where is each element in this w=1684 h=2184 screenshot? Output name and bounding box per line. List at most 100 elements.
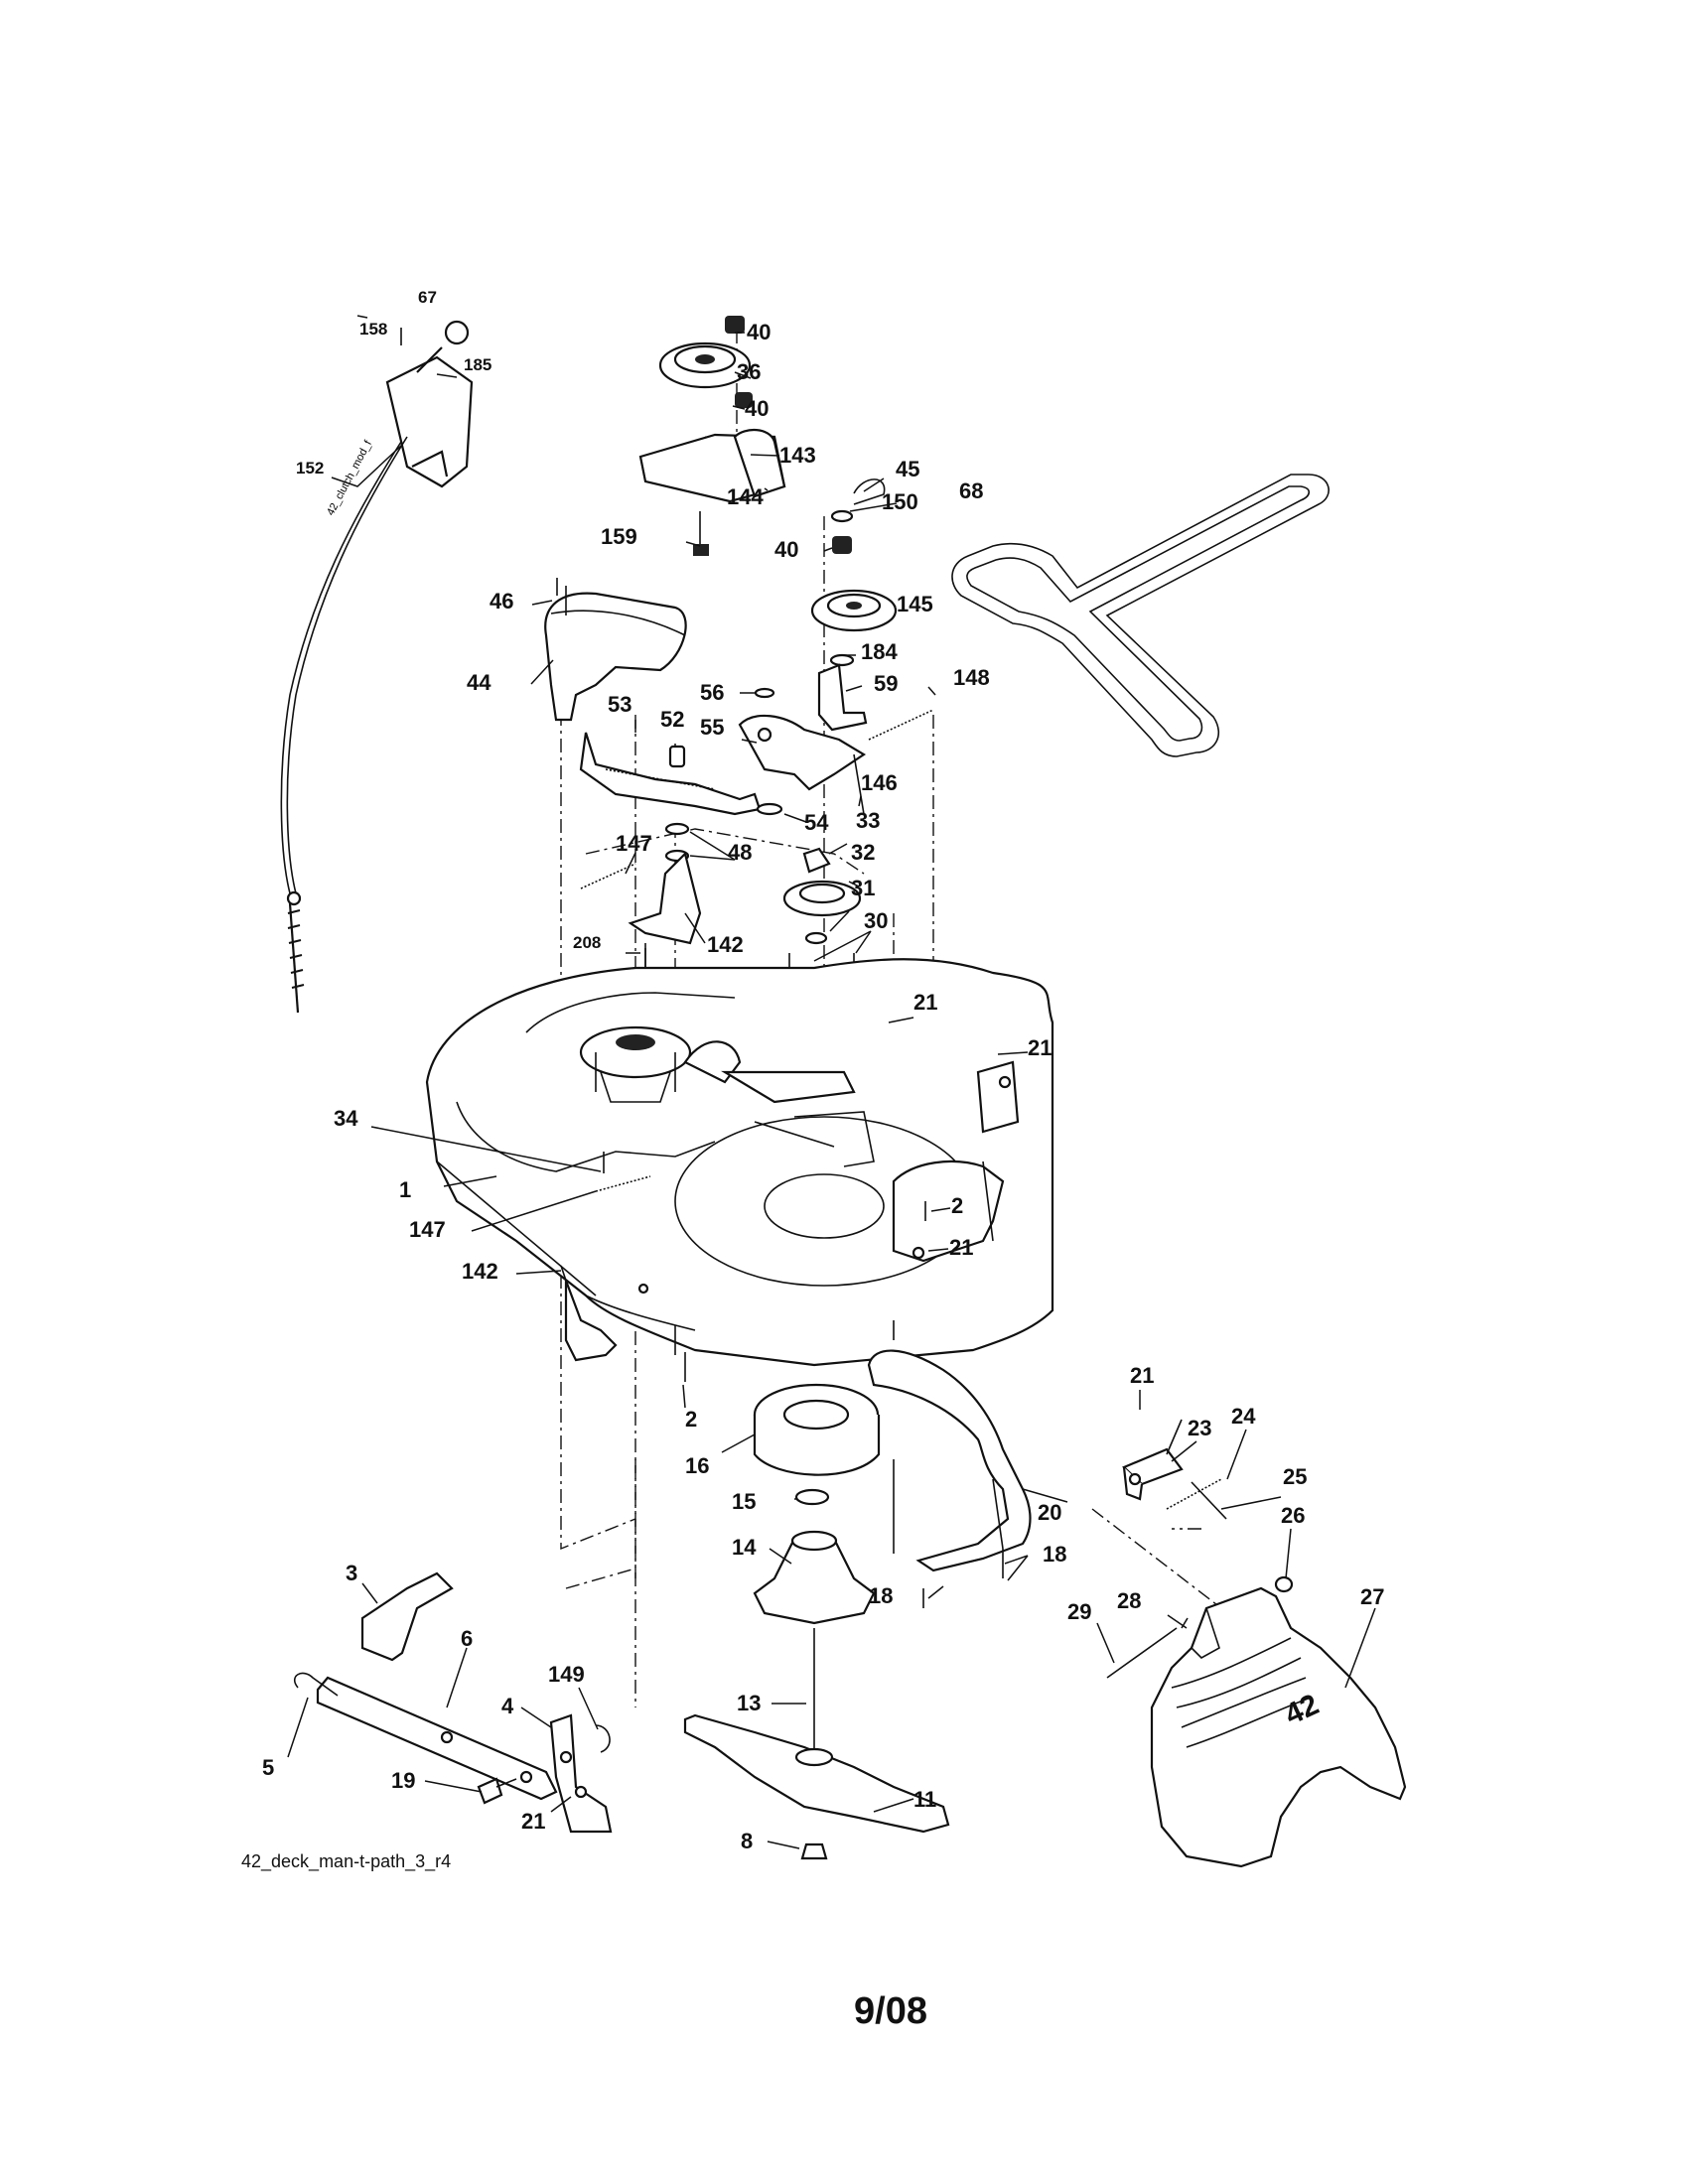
blade-spindle-assembly <box>683 1349 1032 1860</box>
callout-158: 158 <box>359 320 387 339</box>
callout-31: 31 <box>851 876 875 900</box>
nut-8 <box>800 1843 828 1860</box>
callout-147-a: 147 <box>616 831 652 856</box>
callout-2-a: 2 <box>951 1193 963 1218</box>
callout-52: 52 <box>660 707 684 732</box>
idler-pulley-stack <box>638 316 898 732</box>
callout-55: 55 <box>700 715 724 740</box>
callout-13: 13 <box>737 1691 761 1715</box>
callout-40-b: 40 <box>745 396 769 421</box>
discharge-opening <box>892 1160 1005 1263</box>
callout-23: 23 <box>1188 1416 1211 1440</box>
callout-24: 24 <box>1231 1404 1256 1429</box>
callout-26: 26 <box>1281 1503 1305 1528</box>
callout-45: 45 <box>896 457 919 481</box>
hairpin-45 <box>853 478 886 505</box>
bracket-59 <box>817 663 868 732</box>
callout-5: 5 <box>262 1755 274 1780</box>
callout-18-a: 18 <box>1043 1542 1066 1567</box>
mower-deck-1 <box>425 958 1054 1367</box>
blade-11 <box>683 1713 950 1834</box>
callout-2-b: 2 <box>685 1407 697 1432</box>
callout-18-b: 18 <box>869 1583 893 1608</box>
callout-21-b: 21 <box>1028 1035 1052 1060</box>
callout-184: 184 <box>861 639 898 664</box>
callout-142-a: 142 <box>707 932 744 957</box>
clip-5 <box>293 1672 339 1697</box>
callout-142-b: 142 <box>462 1259 498 1284</box>
callout-67: 67 <box>418 288 437 307</box>
deck-hanger-assembly <box>293 1265 618 1834</box>
callout-150: 150 <box>882 489 918 514</box>
callout-46: 46 <box>490 589 513 614</box>
callout-1: 1 <box>399 1177 411 1202</box>
callout-185: 185 <box>464 355 491 374</box>
callout-8: 8 <box>741 1829 753 1853</box>
callout-53: 53 <box>608 692 632 717</box>
clip-26 <box>1274 1575 1294 1593</box>
callout-21-d: 21 <box>1130 1363 1154 1388</box>
callout-6: 6 <box>461 1626 473 1651</box>
callout-147-b: 147 <box>409 1217 446 1242</box>
callout-208: 208 <box>573 933 601 952</box>
callout-14: 14 <box>732 1535 757 1560</box>
callout-36: 36 <box>737 359 761 384</box>
callout-54: 54 <box>804 810 829 835</box>
callout-148: 148 <box>953 665 990 690</box>
callout-19: 19 <box>391 1768 415 1793</box>
callout-25: 25 <box>1283 1464 1307 1489</box>
deflector-assembly: 42 <box>1106 1419 1407 1868</box>
callout-56: 56 <box>700 680 724 705</box>
clutch-cable-152 <box>286 436 408 894</box>
callout-68: 68 <box>959 478 983 503</box>
callout-48: 48 <box>728 840 752 865</box>
callout-28: 28 <box>1117 1588 1141 1613</box>
nut-33 <box>802 847 831 874</box>
callout-146: 146 <box>861 770 898 795</box>
drawing-code: 42_deck_man-t-path_3_r4 <box>241 1851 452 1871</box>
callout-145: 145 <box>897 592 933 616</box>
idler-arm-assembly <box>565 586 934 1023</box>
callout-labels: 67 158 185 152 40 36 40 143 144 45 150 1… <box>262 288 1384 1853</box>
deck-bracket-right <box>976 1060 1020 1134</box>
spring-148 <box>868 709 934 741</box>
callout-152: 152 <box>296 459 324 478</box>
spring-25 <box>1166 1478 1222 1510</box>
callout-34: 34 <box>334 1106 358 1131</box>
drive-belt-68 <box>951 474 1330 757</box>
bracket-3 <box>360 1571 454 1662</box>
callout-144: 144 <box>727 484 764 509</box>
idler-arm-53 <box>579 732 762 816</box>
hairpin-149 <box>595 1724 611 1753</box>
callout-29: 29 <box>1067 1599 1091 1624</box>
callout-16: 16 <box>685 1453 709 1478</box>
callout-11: 11 <box>913 1787 936 1812</box>
callout-27: 27 <box>1360 1584 1384 1609</box>
callout-30: 30 <box>864 908 888 933</box>
callout-59: 59 <box>874 671 898 696</box>
callout-4: 4 <box>501 1694 514 1718</box>
rod-29 <box>1106 1627 1178 1679</box>
callout-32: 32 <box>851 840 875 865</box>
deflector-27 <box>1150 1586 1407 1868</box>
callout-20: 20 <box>1038 1500 1061 1525</box>
callout-21-e: 21 <box>521 1809 545 1834</box>
callout-3: 3 <box>346 1561 357 1585</box>
callout-33: 33 <box>856 808 880 833</box>
spring-147-lower <box>595 1175 651 1192</box>
bracket-4 <box>549 1713 613 1834</box>
callout-21-a: 21 <box>913 990 937 1015</box>
bearing-15 <box>794 1488 830 1506</box>
baffle-20 <box>867 1349 1032 1572</box>
leader-lines <box>287 315 1376 1849</box>
callout-40-a: 40 <box>747 320 771 344</box>
bracket-142 <box>628 851 702 945</box>
callout-159: 159 <box>601 524 637 549</box>
spring-147 <box>580 863 636 889</box>
callout-21-c: 21 <box>949 1235 973 1260</box>
clutch-cable-assembly: 42_clutch_mod_f <box>280 320 474 1014</box>
callout-44: 44 <box>467 670 491 695</box>
bolt-19 <box>477 1777 503 1805</box>
callout-40-c: 40 <box>774 537 798 562</box>
